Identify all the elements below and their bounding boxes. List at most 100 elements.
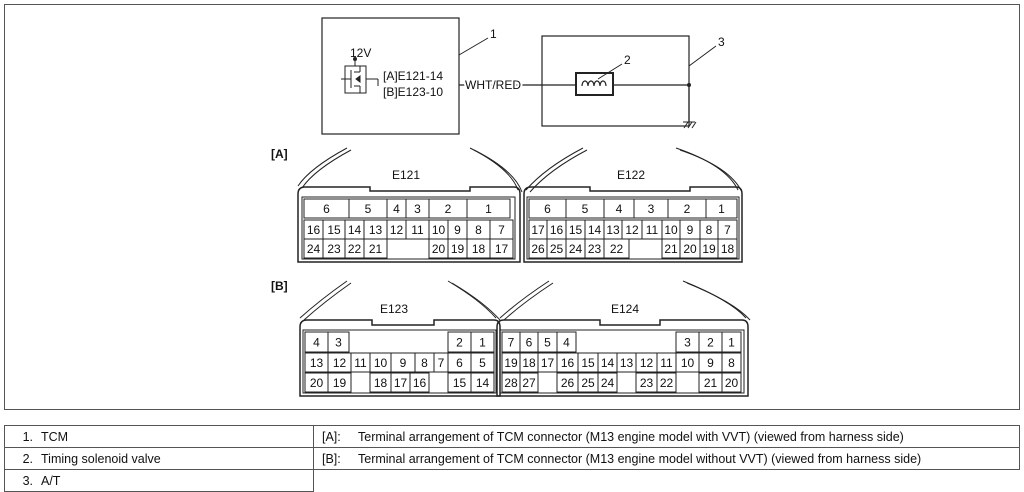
connector-e121-name: E121 xyxy=(392,168,420,182)
connector-e122-name: E122 xyxy=(617,168,645,182)
terminal-e124: 2 xyxy=(707,336,714,350)
legend-item: 1.TCM xyxy=(4,425,314,448)
terminal-e121: 16 xyxy=(307,223,321,237)
terminal-e123: 15 xyxy=(453,376,467,390)
terminal-e122: 6 xyxy=(544,202,551,216)
terminal-e121: 24 xyxy=(307,242,321,256)
legend-row: 1.TCM [A]:Terminal arrangement of TCM co… xyxy=(4,425,1020,448)
terminal-e122: 25 xyxy=(550,242,564,256)
terminal-e122: 2 xyxy=(684,202,691,216)
legend-row: 2.Timing solenoid valve [B]:Terminal arr… xyxy=(4,447,1020,470)
terminal-e122: 4 xyxy=(616,202,623,216)
terminal-e123: 14 xyxy=(476,376,490,390)
terminal-e122: 13 xyxy=(606,223,620,237)
terminal-e123: 1 xyxy=(479,336,486,350)
terminal-e124: 27 xyxy=(522,376,536,390)
terminal-e123: 11 xyxy=(354,356,367,370)
terminal-e124: 16 xyxy=(561,356,575,370)
section-b-label: [B] xyxy=(271,279,288,293)
terminal-e121: 17 xyxy=(495,242,509,256)
terminal-e122: 16 xyxy=(550,223,564,237)
terminal-e122: 24 xyxy=(569,242,583,256)
terminal-e124: 9 xyxy=(707,356,714,370)
legend-note: [B]:Terminal arrangement of TCM connecto… xyxy=(313,447,1020,470)
terminal-e123: 17 xyxy=(394,376,408,390)
terminal-e124: 21 xyxy=(704,376,718,390)
terminal-e121: 9 xyxy=(454,223,461,237)
terminal-e123: 3 xyxy=(335,336,342,350)
supply-voltage-label: 12V xyxy=(350,46,371,60)
section-a-label: [A] xyxy=(271,147,288,161)
terminal-e122: 9 xyxy=(687,223,694,237)
terminal-e123: 4 xyxy=(313,336,320,350)
terminal-e122: 22 xyxy=(610,242,624,256)
terminal-e124: 25 xyxy=(581,376,595,390)
terminal-e122: 17 xyxy=(531,223,545,237)
terminal-e124: 11 xyxy=(660,356,673,370)
terminal-e121: 7 xyxy=(498,223,505,237)
terminal-e121: 5 xyxy=(365,202,372,216)
terminal-e122: 21 xyxy=(664,242,678,256)
legend-table: 1.TCM [A]:Terminal arrangement of TCM co… xyxy=(4,425,1020,492)
terminal-e124: 8 xyxy=(728,356,735,370)
wiring-diagram: 12V [A]E121-14 [B]E123-10 WHT/RED 1 2 3 xyxy=(4,4,1020,410)
terminal-e121: 15 xyxy=(327,223,341,237)
terminal-e122: 15 xyxy=(569,223,583,237)
terminal-e124: 28 xyxy=(504,376,518,390)
terminal-e122: 1 xyxy=(718,202,725,216)
terminal-e124: 10 xyxy=(681,356,695,370)
terminal-e122: 8 xyxy=(706,223,713,237)
callout-3: 3 xyxy=(718,35,725,49)
tcm-terminal-a: [A]E121-14 xyxy=(383,69,443,83)
terminal-e121: 21 xyxy=(369,242,383,256)
terminal-e121: 23 xyxy=(327,242,341,256)
terminal-e121: 3 xyxy=(414,202,421,216)
solenoid-coil-icon xyxy=(575,72,614,96)
terminal-e123: 9 xyxy=(400,356,407,370)
terminal-e122: 7 xyxy=(724,223,731,237)
terminal-e122: 3 xyxy=(648,202,655,216)
terminal-e124: 6 xyxy=(526,336,533,350)
terminal-e124: 26 xyxy=(561,376,575,390)
at-box xyxy=(541,35,690,127)
terminal-e122: 14 xyxy=(588,223,602,237)
terminal-e122: 23 xyxy=(588,242,602,256)
callout-2: 2 xyxy=(624,53,631,67)
connector-e123-name: E123 xyxy=(380,302,408,316)
terminal-e121: 2 xyxy=(445,202,452,216)
terminal-e122: 10 xyxy=(664,223,678,237)
terminal-e124: 4 xyxy=(563,336,570,350)
tcm-terminal-b: [B]E123-10 xyxy=(383,85,443,99)
terminal-e121: 14 xyxy=(348,223,362,237)
terminal-e121: 6 xyxy=(323,202,330,216)
terminal-e123: 16 xyxy=(413,376,427,390)
legend-note: [A]:Terminal arrangement of TCM connecto… xyxy=(313,425,1020,448)
terminal-e123: 18 xyxy=(374,376,388,390)
terminal-e121: 13 xyxy=(369,223,383,237)
diagram-frame xyxy=(4,4,1020,410)
terminal-e121: 1 xyxy=(485,202,492,216)
terminal-e124: 24 xyxy=(601,376,615,390)
terminal-e124: 19 xyxy=(504,356,518,370)
terminal-e124: 12 xyxy=(640,356,654,370)
tcm-box xyxy=(321,17,460,135)
terminal-e121: 11 xyxy=(411,223,424,237)
terminal-e123: 13 xyxy=(310,356,324,370)
connector-housing-b xyxy=(299,319,501,397)
terminal-e121: 19 xyxy=(451,242,465,256)
terminal-e123: 12 xyxy=(333,356,347,370)
terminal-e123: 10 xyxy=(374,356,388,370)
terminal-e123: 8 xyxy=(421,356,428,370)
connector-e124-name: E124 xyxy=(611,302,639,316)
terminal-e123: 5 xyxy=(479,356,486,370)
terminal-e122: 26 xyxy=(531,242,545,256)
terminal-e123: 6 xyxy=(456,356,463,370)
legend-row: 3.A/T xyxy=(4,469,1020,492)
terminal-e123: 20 xyxy=(310,376,324,390)
terminal-e124: 1 xyxy=(728,336,735,350)
terminal-e122: 5 xyxy=(582,202,589,216)
terminal-e124: 14 xyxy=(601,356,615,370)
terminal-e121: 4 xyxy=(393,202,400,216)
wire-color-label: WHT/RED xyxy=(465,78,521,92)
